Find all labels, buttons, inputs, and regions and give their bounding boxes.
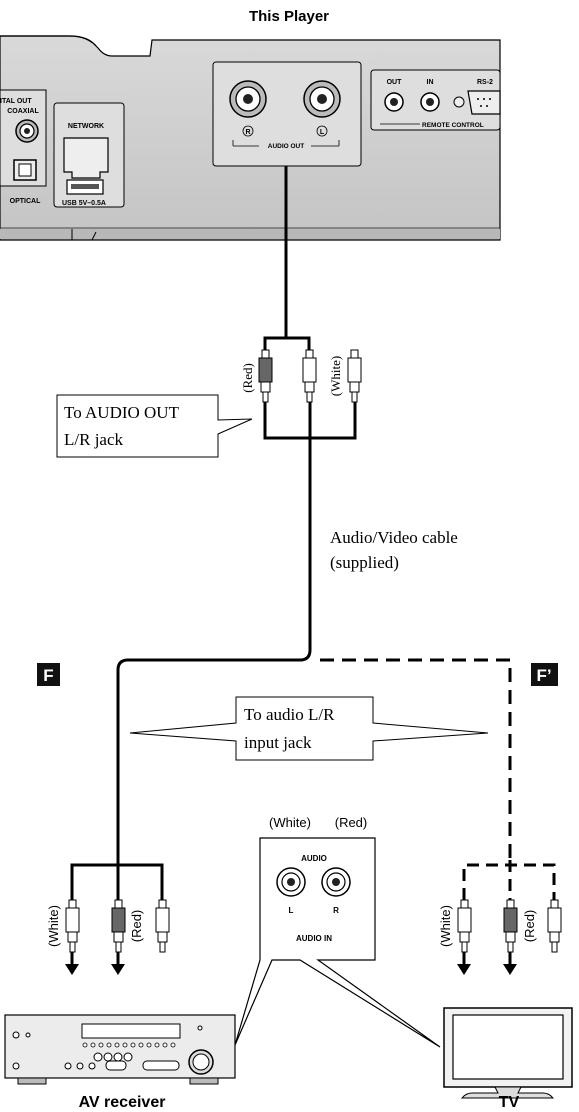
left-plug-group: (White) (Red) — [46, 860, 170, 975]
marker-f-prime-label: F’ — [536, 666, 551, 685]
audio-in-r-label: R — [333, 906, 339, 915]
digital-out-label: ITAL OUT — [0, 98, 32, 105]
av-receiver-illustration — [4, 1014, 236, 1085]
right-red-plug — [503, 899, 518, 953]
cable-label-line1: Audio/Video cable — [330, 528, 458, 547]
network-label: NETWORK — [68, 123, 104, 130]
top-white-plug — [302, 349, 317, 403]
callout-audio-in: To audio L/R input jack — [129, 696, 489, 761]
left-red-label: (Red) — [129, 910, 144, 943]
remote-in-label: IN — [427, 79, 434, 86]
audio-out-r-label: R — [245, 129, 250, 136]
callout-audio-in-line1: To audio L/R — [244, 705, 335, 724]
coaxial-label: COAXIAL — [7, 108, 39, 115]
diagram-title: This Player — [249, 8, 329, 25]
av-receiver-label: AV receiver — [79, 1094, 166, 1111]
player-rear-panel: ITAL OUT COAXIAL OPTICAL NETWORK USB 5V–… — [0, 35, 501, 241]
callout-audio-in-line2: input jack — [244, 733, 312, 752]
audio-out-label: AUDIO OUT — [268, 143, 305, 150]
left-white-label: (White) — [46, 905, 61, 947]
audio-in-l-label: L — [289, 906, 294, 915]
top-red-label: (Red) — [240, 363, 255, 393]
remote-out-label: OUT — [387, 79, 403, 86]
optical-label: OPTICAL — [10, 198, 41, 205]
right-third-plug — [547, 899, 562, 953]
marker-f: F — [37, 663, 60, 686]
right-white-plug — [457, 899, 472, 953]
left-third-plug — [155, 899, 170, 953]
audio-out-l-label: L — [320, 129, 325, 136]
cable-label-line2: (supplied) — [330, 553, 399, 572]
left-arrows — [65, 952, 125, 975]
left-white-plug — [65, 899, 80, 953]
tv-illustration — [443, 1007, 573, 1099]
right-red-label: (Red) — [522, 910, 537, 943]
left-red-plug — [111, 899, 126, 953]
network-usb-section: NETWORK USB 5V–0.5A — [53, 102, 125, 208]
tv-label: TV — [499, 1094, 520, 1111]
audio-out-section: R L AUDIO OUT — [212, 61, 362, 167]
right-plug-group: (White) (Red) — [438, 860, 562, 975]
callout-audio-out: To AUDIO OUT L/R jack — [56, 394, 253, 458]
audio-in-panel: (White) (Red) AUDIO L R AUDIO IN — [234, 815, 441, 1048]
network-jack — [63, 137, 109, 179]
right-arrows — [457, 952, 517, 975]
callout-audio-out-line2: L/R jack — [64, 430, 124, 449]
remote-control-label: REMOTE CONTROL — [422, 122, 484, 129]
right-white-label: (White) — [438, 905, 453, 947]
digital-out-section: ITAL OUT COAXIAL OPTICAL — [0, 89, 47, 205]
top-red-plug — [258, 349, 273, 403]
top-third-plug — [347, 349, 362, 403]
cable-split — [116, 649, 512, 860]
top-white-label: (White) — [328, 356, 343, 396]
rs232-port — [467, 90, 501, 115]
callout-audio-out-line1: To AUDIO OUT — [64, 403, 180, 422]
audio-in-audio-label: AUDIO — [301, 854, 327, 863]
audio-in-red-label: (Red) — [335, 815, 368, 830]
usb-label: USB 5V–0.5A — [62, 200, 106, 207]
remote-control-section: OUT IN RS-2 REMOTE CONTROL — [370, 69, 501, 131]
audio-in-white-label: (White) — [269, 815, 311, 830]
marker-f-label: F — [43, 666, 53, 685]
rs232-label: RS-2 — [477, 79, 493, 86]
marker-f-prime: F’ — [531, 663, 558, 686]
top-cable: (Red) (White) — [240, 166, 362, 650]
audio-in-label: AUDIO IN — [296, 934, 332, 943]
